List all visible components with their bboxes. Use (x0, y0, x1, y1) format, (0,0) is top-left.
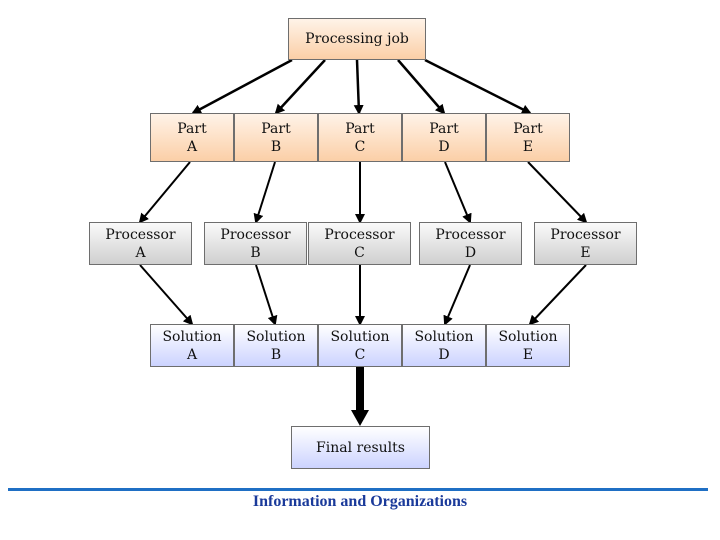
arrow-job-to-part-c (353, 59, 364, 115)
arrow-part-e-to-processor-e (527, 161, 588, 224)
processor-a-label-2: A (135, 244, 146, 261)
arrow-part-d-to-processor-d (444, 161, 472, 224)
part-a-box: Part A (150, 113, 234, 162)
part-e-box: Part E (486, 113, 570, 162)
arrow-processor-b-to-solution-b (255, 264, 278, 326)
arrow-part-b-to-processor-b (253, 161, 276, 224)
arrow-processor-a-to-solution-a (139, 264, 194, 326)
arrow-processor-d-to-solution-d (443, 264, 471, 326)
final-results-label: Final results (316, 439, 405, 456)
processor-d-label-1: Processor (435, 226, 506, 243)
solution-c-box: Solution C (318, 324, 402, 367)
processor-d-box: Processor D (419, 222, 522, 265)
part-a-label-2: A (186, 138, 198, 155)
solution-e-label-2: E (522, 346, 534, 363)
processor-c-label-2: C (354, 244, 365, 261)
solution-d-box: Solution D (402, 324, 486, 367)
processor-b-label-2: B (250, 244, 261, 261)
processor-e-box: Processor E (534, 222, 637, 265)
solution-b-label-2: B (270, 346, 282, 363)
processor-c-box: Processor C (308, 222, 411, 265)
footer-title: Information and Organizations (252, 493, 468, 510)
processor-b-box: Processor B (204, 222, 307, 265)
solution-d-label-2: D (438, 346, 450, 363)
processing-job-box: Processing job (288, 18, 426, 60)
part-c-label-2: C (354, 138, 366, 155)
part-a-label-1: Part (177, 120, 207, 137)
solution-a-label-1: Solution (162, 328, 222, 345)
processor-d-label-2: D (464, 244, 477, 261)
part-b-label-1: Part (261, 120, 291, 137)
solution-c-label-1: Solution (330, 328, 390, 345)
arrow-job-to-part-e (424, 58, 532, 115)
footer-divider (8, 488, 708, 491)
part-b-box: Part B (234, 113, 318, 162)
solution-c-label-2: C (354, 346, 366, 363)
processor-b-label-1: Processor (220, 226, 291, 243)
processor-c-label-1: Processor (324, 226, 395, 243)
arrow-processor-e-to-solution-e (528, 264, 587, 326)
part-e-label-1: Part (513, 120, 543, 137)
processor-e-label-1: Processor (550, 226, 621, 243)
part-d-box: Part D (402, 113, 486, 162)
processor-a-box: Processor A (89, 222, 192, 265)
solution-d-label-1: Solution (414, 328, 474, 345)
solution-b-label-1: Solution (246, 328, 306, 345)
solution-a-label-2: A (186, 346, 198, 363)
arrow-job-to-part-d (397, 59, 446, 115)
processing-job-label: Processing job (305, 31, 409, 47)
part-e-label-2: E (522, 138, 534, 155)
part-c-label-1: Part (345, 120, 375, 137)
part-d-label-2: D (438, 138, 450, 155)
solution-e-box: Solution E (486, 324, 570, 367)
solution-b-box: Solution B (234, 324, 318, 367)
part-b-label-2: B (270, 138, 282, 155)
solution-e-label-1: Solution (498, 328, 558, 345)
processor-a-label-1: Processor (105, 226, 176, 243)
processor-e-label-2: E (580, 244, 591, 261)
arrow-solution-c-to-final-head (351, 410, 369, 426)
arrow-part-a-to-processor-a (138, 161, 191, 224)
part-c-box: Part C (318, 113, 402, 162)
solution-a-box: Solution A (150, 324, 234, 367)
part-d-label-1: Part (429, 120, 459, 137)
final-results-box: Final results (291, 426, 430, 469)
arrow-job-to-part-b (274, 59, 326, 115)
arrow-job-to-part-a (191, 58, 293, 115)
